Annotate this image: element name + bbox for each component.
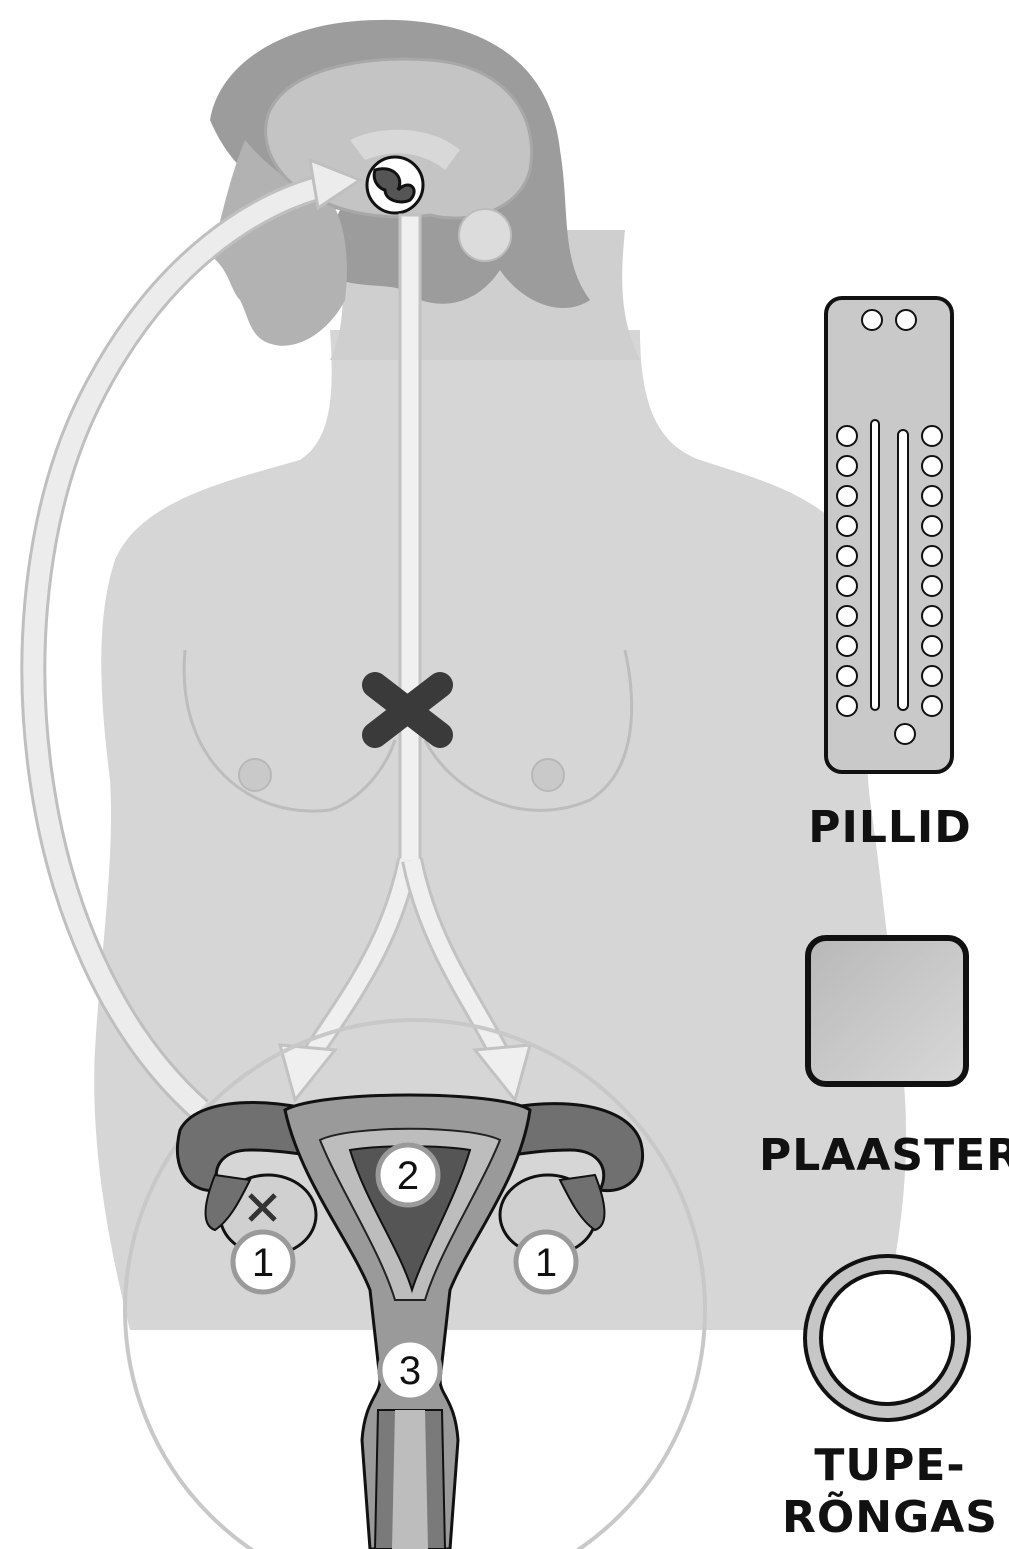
pill	[922, 696, 942, 716]
marker-label: 1	[535, 1241, 557, 1285]
pill	[922, 636, 942, 656]
patch-icon	[808, 938, 966, 1084]
pill	[837, 486, 857, 506]
pill	[922, 666, 942, 686]
pill-pack-icon	[826, 298, 952, 772]
pill	[922, 456, 942, 476]
pill	[896, 310, 916, 330]
method-label-patch: PLAASTER	[759, 1130, 1009, 1181]
pill	[837, 576, 857, 596]
pill	[895, 724, 915, 744]
pill	[922, 606, 942, 626]
cerebellum	[459, 209, 511, 261]
marker-cervix: 3	[380, 1340, 440, 1400]
vagina-canal	[392, 1410, 428, 1549]
pill	[862, 310, 882, 330]
nipple-left	[239, 759, 271, 791]
pill	[837, 546, 857, 566]
marker-ovary-left: 1	[233, 1232, 293, 1292]
pill	[837, 516, 857, 536]
pill	[922, 486, 942, 506]
pill	[922, 546, 942, 566]
method-label-ring-line1: TUPE-	[814, 1440, 965, 1491]
pill	[922, 576, 942, 596]
pill	[837, 426, 857, 446]
pill	[922, 426, 942, 446]
marker-ovary-right: 1	[516, 1232, 576, 1292]
pill	[837, 666, 857, 686]
method-label-pills: PILLID	[808, 802, 972, 853]
pill	[837, 606, 857, 626]
pill	[837, 696, 857, 716]
marker-label: 3	[399, 1349, 421, 1393]
method-label-ring-line2: RÕNGAS	[782, 1490, 998, 1543]
pill	[922, 516, 942, 536]
nipple-right	[532, 759, 564, 791]
marker-uterus: 2	[378, 1145, 438, 1205]
marker-label: 2	[397, 1154, 419, 1198]
marker-label: 1	[252, 1241, 274, 1285]
vaginal-ring-icon	[805, 1256, 969, 1420]
pill	[837, 636, 857, 656]
signal-stem	[400, 215, 420, 865]
pill	[837, 456, 857, 476]
